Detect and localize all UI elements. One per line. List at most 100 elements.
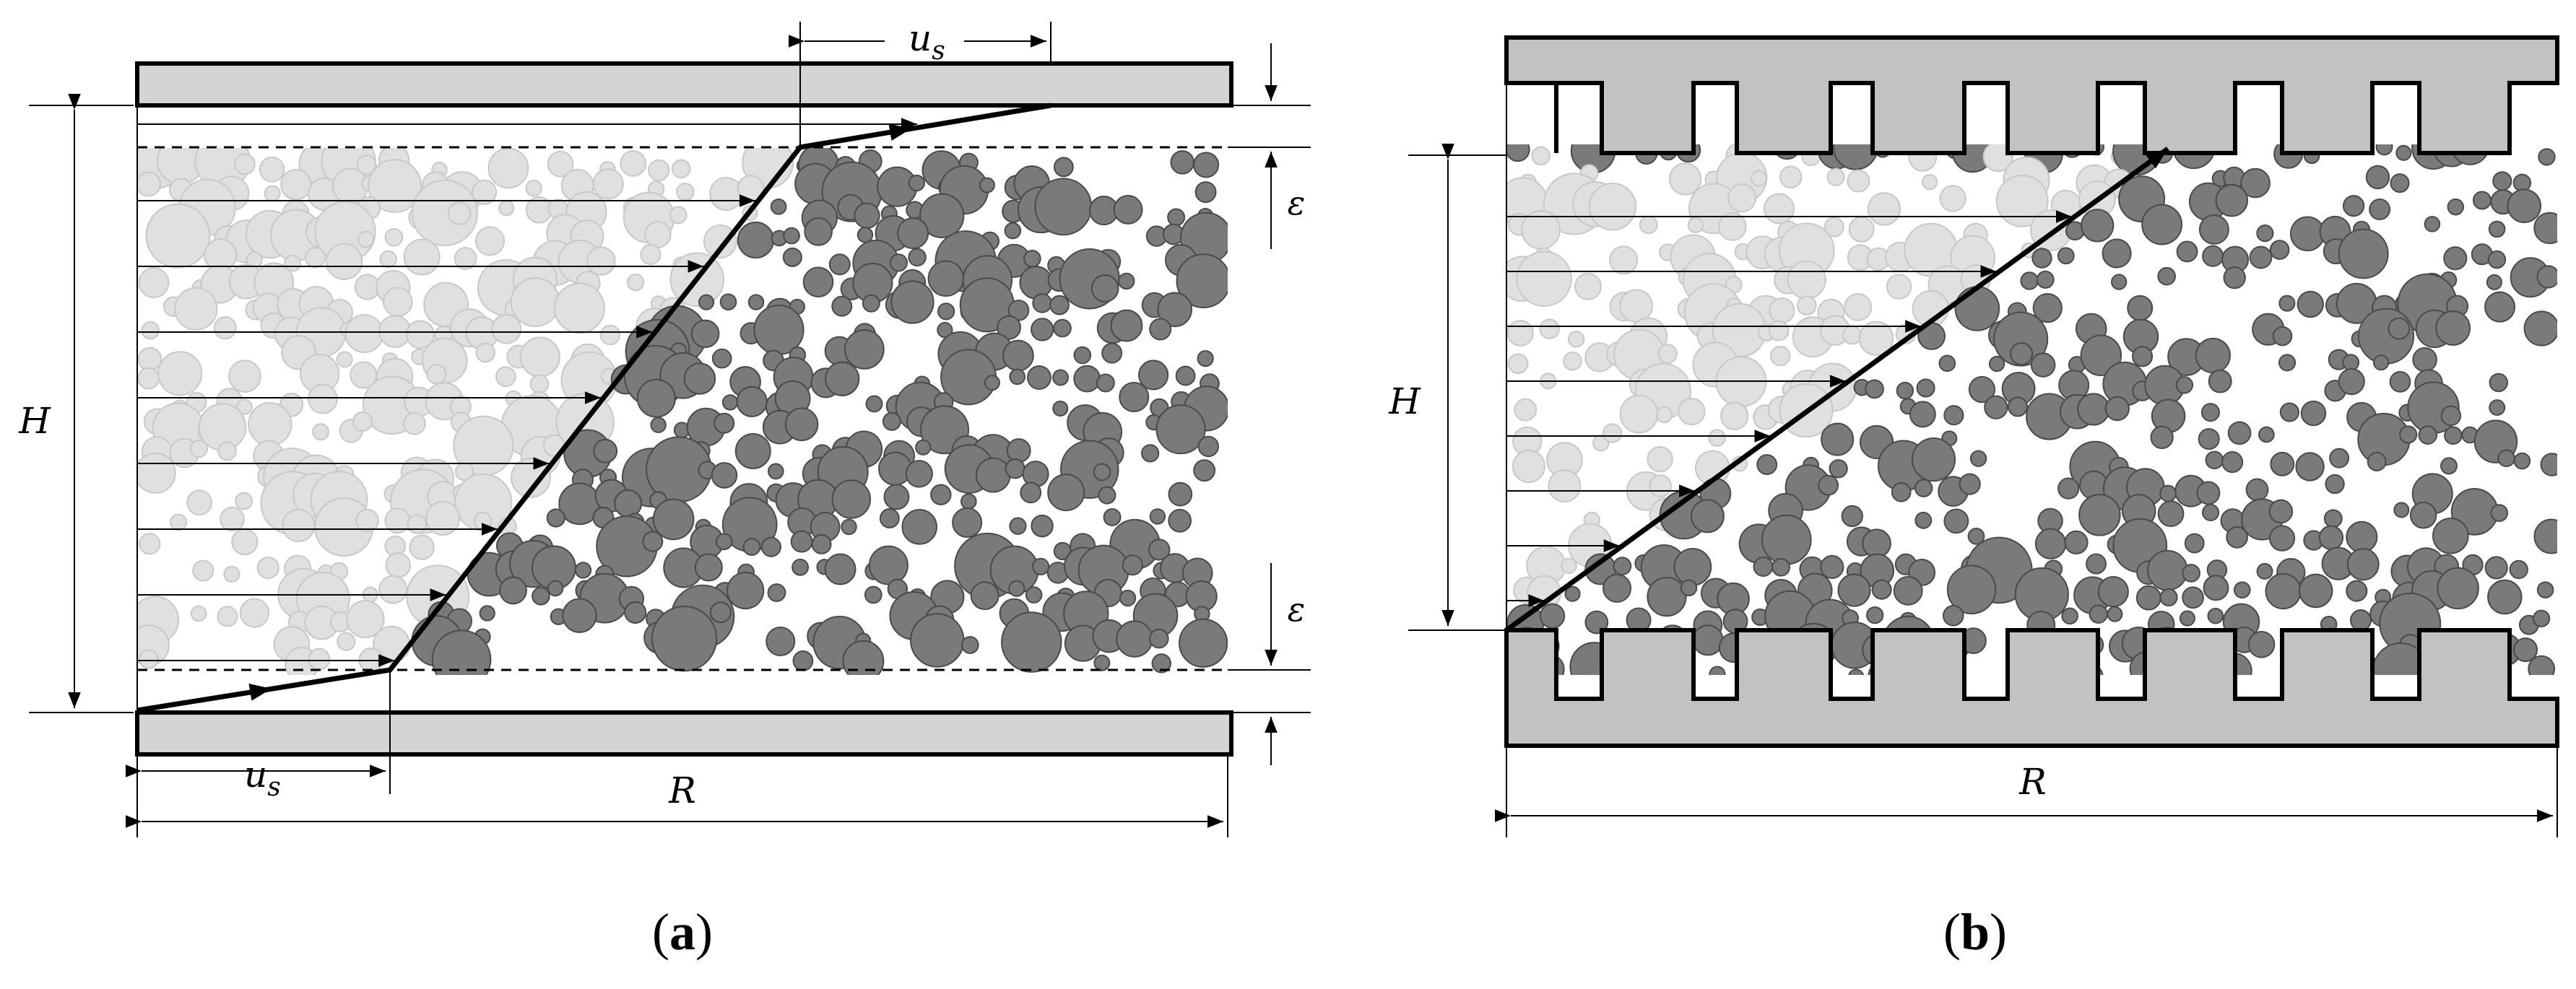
particle — [385, 552, 411, 578]
particle — [767, 583, 786, 602]
particle — [1668, 162, 1702, 196]
particle — [357, 230, 375, 248]
particle — [479, 605, 495, 622]
particle — [217, 441, 237, 461]
particle — [1009, 368, 1026, 385]
particle — [2372, 354, 2390, 371]
particle — [599, 324, 621, 346]
particle — [2424, 216, 2441, 232]
particle — [1004, 222, 1022, 240]
particle — [1984, 395, 2008, 419]
particle — [952, 507, 983, 538]
particle — [2272, 326, 2293, 347]
particle — [586, 246, 616, 276]
particle — [1939, 185, 1966, 212]
particle — [190, 605, 207, 622]
particle — [1563, 351, 1582, 371]
particle — [698, 294, 715, 310]
particle — [1138, 360, 1169, 391]
particle — [975, 457, 1011, 493]
particle — [1548, 469, 1582, 503]
particle — [2256, 562, 2273, 580]
particle — [2540, 453, 2557, 476]
particle — [137, 452, 176, 494]
particle — [326, 243, 363, 280]
particle — [669, 206, 688, 225]
particle — [1818, 474, 1839, 496]
particle — [804, 217, 833, 246]
particle — [1867, 192, 1901, 226]
particle — [930, 484, 952, 505]
particle — [1031, 514, 1054, 538]
particle — [1052, 369, 1070, 386]
particle — [747, 294, 765, 310]
particle — [2278, 354, 2297, 372]
particle — [2536, 265, 2557, 289]
particle — [1779, 165, 1803, 189]
particle — [1031, 318, 1054, 341]
particle — [1619, 289, 1654, 323]
particle — [2489, 399, 2506, 417]
particle — [2513, 637, 2538, 663]
particle — [1848, 216, 1875, 243]
particle — [2226, 526, 2248, 549]
particle — [1175, 365, 1196, 386]
particle — [1197, 350, 1214, 367]
particle — [2057, 477, 2080, 500]
particle — [2342, 195, 2365, 217]
particle — [2269, 240, 2290, 260]
label-h-b: H — [1388, 380, 1421, 422]
particle — [1842, 325, 1862, 345]
particle — [2198, 214, 2229, 245]
particle — [592, 168, 624, 200]
particle — [1113, 195, 1143, 225]
particle — [997, 315, 1022, 340]
particle — [1862, 528, 1891, 558]
particle — [2533, 518, 2557, 554]
particle — [2179, 610, 2195, 627]
particle — [308, 648, 331, 671]
particle — [1911, 437, 1956, 482]
particle — [1008, 580, 1025, 597]
particle — [650, 417, 667, 433]
particle — [1678, 398, 1706, 426]
particle — [1023, 249, 1041, 268]
particle — [1848, 668, 1865, 675]
particle — [811, 533, 832, 554]
particle — [970, 581, 999, 611]
particle — [1761, 514, 1812, 565]
particle — [1122, 554, 1143, 576]
particle — [883, 484, 910, 510]
particle — [1687, 217, 1704, 233]
particle — [2265, 572, 2302, 610]
particle — [1119, 589, 1137, 607]
particle — [2509, 559, 2528, 580]
particle — [312, 423, 330, 441]
particle — [2373, 92, 2395, 114]
particle — [1119, 381, 1150, 413]
particle — [703, 225, 737, 258]
particle — [2418, 425, 2438, 445]
particle — [1197, 435, 1220, 458]
particle — [2102, 238, 2132, 269]
particle — [1753, 557, 1774, 578]
particle — [1967, 528, 1985, 545]
particle — [1968, 375, 1996, 404]
particle — [472, 179, 498, 205]
panel-a: H us us R ε ε (a) — [18, 17, 1311, 961]
particle — [2258, 426, 2275, 443]
particle — [2318, 525, 2344, 550]
particle — [2492, 171, 2512, 191]
particle — [1516, 250, 1572, 307]
particle — [1756, 454, 1778, 475]
particle — [2201, 503, 2220, 522]
particle — [1149, 318, 1172, 341]
particle — [1841, 505, 1863, 528]
particle — [2020, 271, 2039, 290]
particle — [498, 200, 515, 217]
particle — [1151, 653, 1171, 674]
top-plate-a — [135, 61, 1233, 108]
particle — [2375, 144, 2393, 156]
particle — [2443, 246, 2468, 271]
particle — [234, 153, 256, 175]
